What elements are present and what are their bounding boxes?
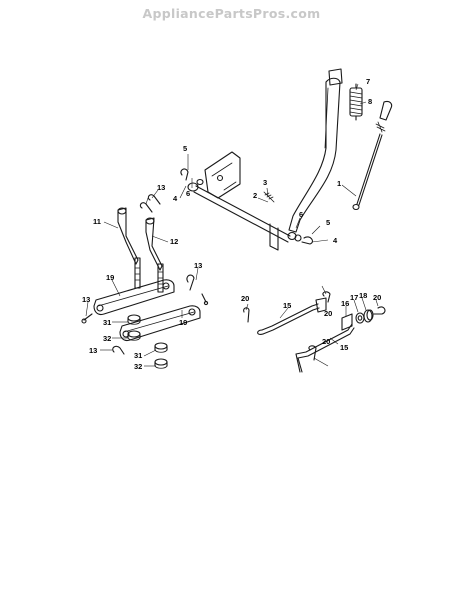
hairpin-clip-upper[interactable] xyxy=(322,291,331,303)
callout-20-lower: 20 xyxy=(322,337,330,346)
callout-31-upper: 31 xyxy=(103,318,111,327)
callout-12: 12 xyxy=(170,237,178,246)
clip-upper-right[interactable] xyxy=(186,274,209,306)
hairpin-clip-lower[interactable] xyxy=(308,345,317,361)
assist-spring[interactable] xyxy=(349,83,363,121)
nut-lower[interactable] xyxy=(154,358,168,369)
adjust-nut[interactable] xyxy=(355,312,365,324)
callout-4-right: 4 xyxy=(333,236,338,245)
adjustment-rod-upper[interactable] xyxy=(257,297,327,335)
clip-right[interactable] xyxy=(301,236,313,245)
callout-5-right: 5 xyxy=(326,218,330,227)
callout-15-lower: 15 xyxy=(340,343,348,352)
hairpin-clip-left[interactable] xyxy=(243,307,250,323)
callout-13-right: 13 xyxy=(194,261,202,270)
nut-upper[interactable] xyxy=(127,330,141,341)
callout-16: 16 xyxy=(341,299,349,308)
bushing-right[interactable] xyxy=(287,231,302,242)
washer-lower[interactable] xyxy=(154,342,168,353)
lift-handle[interactable] xyxy=(288,77,341,233)
callout-32-lower: 32 xyxy=(134,362,142,371)
callout-6-right: 6 xyxy=(299,210,303,219)
callout-13-left: 13 xyxy=(82,295,90,304)
callout-3: 3 xyxy=(263,178,267,187)
hairpin-clip-right[interactable] xyxy=(373,306,386,315)
callout-1: 1 xyxy=(337,179,341,188)
callout-8: 8 xyxy=(368,97,372,106)
callout-labels: 1 2 3 4 4 5 5 6 6 7 8 11 12 13 13 13 13 … xyxy=(82,77,381,371)
lift-shaft[interactable] xyxy=(193,185,291,251)
callout-6-left: 6 xyxy=(186,189,190,198)
clip-upper-pair[interactable] xyxy=(139,194,161,213)
lift-rod[interactable] xyxy=(352,133,383,211)
callout-31-lower: 31 xyxy=(134,351,142,360)
callout-20-upper: 20 xyxy=(324,309,332,318)
lift-link-left[interactable] xyxy=(117,207,141,289)
callout-32-upper: 32 xyxy=(103,334,111,343)
adjust-knob[interactable] xyxy=(363,309,374,323)
bolt[interactable] xyxy=(263,191,275,203)
clip-lower-left[interactable] xyxy=(112,345,125,355)
callout-11: 11 xyxy=(93,217,101,226)
callout-4-left: 4 xyxy=(173,194,178,203)
callout-5-left: 5 xyxy=(183,144,187,153)
callout-19-upper: 19 xyxy=(106,273,114,282)
callout-7: 7 xyxy=(366,77,370,86)
callout-18: 18 xyxy=(359,291,367,300)
callout-13-bottom: 13 xyxy=(89,346,97,355)
lift-link-right[interactable] xyxy=(145,217,164,293)
callout-13-top: 13 xyxy=(157,183,165,192)
leader-lines xyxy=(85,83,379,367)
site-watermark: AppliancePartsPros.com xyxy=(142,6,321,21)
pin-left[interactable] xyxy=(81,313,93,324)
callout-19-lower: 19 xyxy=(179,318,187,327)
washer-upper[interactable] xyxy=(127,314,141,325)
handle-knob[interactable] xyxy=(375,100,393,133)
callout-15-upper: 15 xyxy=(283,301,291,310)
callout-2: 2 xyxy=(253,191,257,200)
trunnion[interactable] xyxy=(341,313,353,331)
bushing-left[interactable] xyxy=(187,178,204,192)
callout-17: 17 xyxy=(350,293,358,302)
handle-grip[interactable] xyxy=(328,68,343,86)
lift-arm-lower[interactable] xyxy=(119,305,201,342)
callout-20-right: 20 xyxy=(373,293,381,302)
lift-arm-upper[interactable] xyxy=(93,279,175,316)
mounting-bracket[interactable] xyxy=(204,151,241,199)
callout-20-left: 20 xyxy=(241,294,249,303)
clip-left[interactable] xyxy=(180,168,189,181)
